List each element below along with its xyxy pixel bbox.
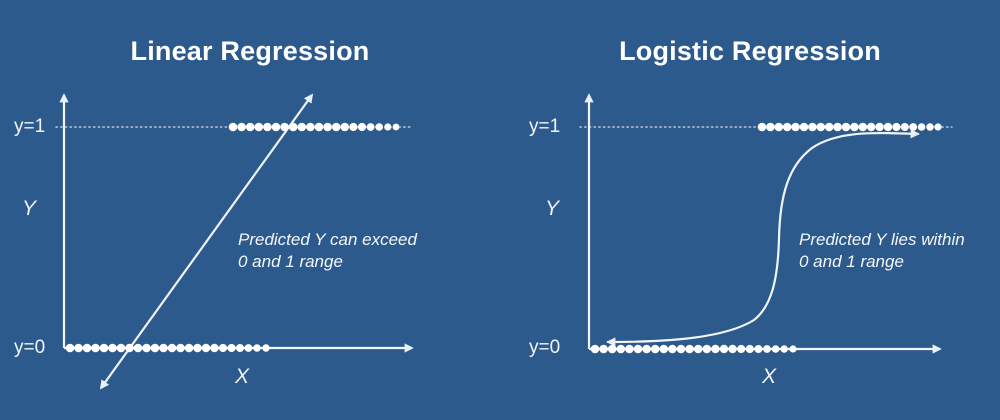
y-tick-label-zero: y=0 [529, 337, 561, 358]
linear-fit-line [99, 93, 314, 390]
y-tick-label-zero: y=0 [14, 337, 46, 358]
linear-annotation-text: Predicted Y can exceed 0 and 1 range [238, 230, 417, 271]
y-tick-label-one: y=1 [14, 116, 46, 137]
class-1-data-points [228, 122, 400, 132]
class-1-data-points [757, 122, 942, 132]
x-axis-label: X [762, 365, 777, 388]
y-tick-label-one: y=1 [529, 116, 561, 137]
logistic-fit-curve [606, 129, 920, 347]
logistic-regression-plot [579, 93, 953, 354]
class-0-data-points [65, 343, 270, 353]
x-axis-label: X [235, 365, 250, 388]
linear-regression-title: Linear Regression [130, 36, 370, 66]
linear-regression-plot [55, 93, 414, 390]
logistic-regression-title: Logistic Regression [619, 36, 881, 66]
panel-linear-regression: Linear Regression [14, 36, 417, 390]
class-0-data-points [590, 344, 797, 354]
panel-logistic-regression: Logistic Regression [500, 0, 1000, 420]
y-axis-label: Y [545, 197, 560, 220]
logistic-annotation-text: Predicted Y lies within 0 and 1 range [799, 230, 965, 271]
y-axis-label: Y [22, 197, 37, 220]
